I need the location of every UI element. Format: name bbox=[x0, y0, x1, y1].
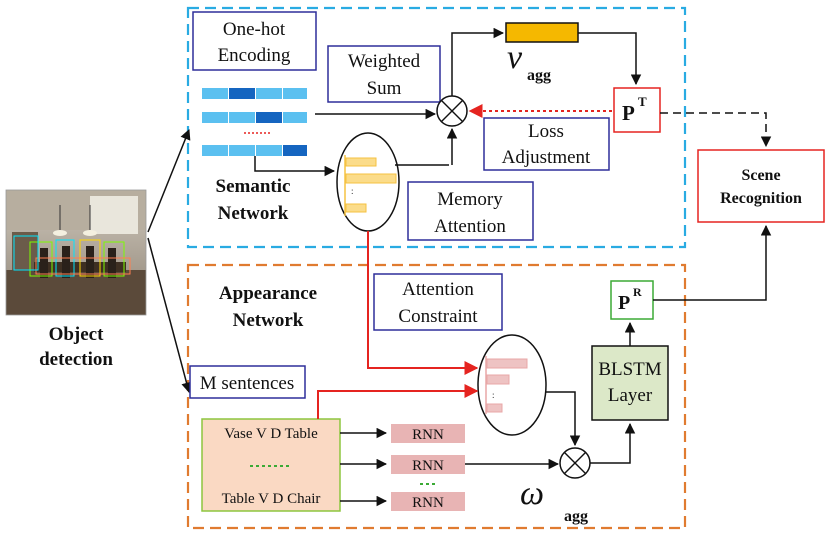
arrow-vagg-to-pt bbox=[578, 32, 642, 86]
memory-attention-label-box bbox=[407, 181, 534, 241]
arrow-multiply-to-vagg bbox=[451, 27, 505, 96]
memory-attention-label-line1: Memory bbox=[437, 189, 503, 210]
svg-text::: : bbox=[492, 390, 495, 400]
pr-box bbox=[610, 280, 654, 320]
appearance-attention-node bbox=[477, 334, 547, 436]
scene-recognition-line2: Recognition bbox=[720, 190, 802, 207]
appearance-network-title-line1: Appearance bbox=[219, 283, 317, 304]
blstm-label-line1: BLSTM bbox=[598, 359, 661, 380]
v-agg-subscript: agg bbox=[527, 67, 551, 84]
rnn-box-2 bbox=[391, 455, 465, 474]
svg-text::: : bbox=[351, 186, 354, 196]
m-sentences-label: M sentences bbox=[200, 373, 294, 394]
appearance-network-region bbox=[186, 263, 687, 530]
weighted-sum-label-box bbox=[327, 45, 441, 103]
scene-recognition-line1: Scene bbox=[741, 167, 780, 184]
semantic-multiply-node bbox=[436, 95, 468, 127]
onehot-encoding-label-line1: One-hot bbox=[223, 19, 286, 40]
onehot-encoding-label-box bbox=[192, 11, 317, 71]
attention-constraint-arrow bbox=[367, 231, 479, 375]
blstm-layer-box bbox=[591, 345, 669, 421]
pr-symbol: P bbox=[618, 292, 630, 314]
appearance-attention-bars: : bbox=[485, 356, 528, 414]
sentence-1: Vase V D Table bbox=[224, 426, 318, 442]
pt-symbol: P bbox=[622, 101, 635, 125]
semantic-network-title-line1: Semantic bbox=[216, 176, 291, 197]
blstm-label-line2: Layer bbox=[608, 385, 653, 406]
m-sentences-label-box bbox=[189, 365, 306, 399]
omega-agg-subscript: agg bbox=[564, 508, 588, 525]
attention-constraint-label-box bbox=[373, 273, 503, 331]
pr-superscript: R bbox=[633, 285, 642, 299]
onehot-vector-1 bbox=[202, 88, 307, 99]
pt-superscript: T bbox=[638, 94, 647, 109]
arrow-image-to-semantic bbox=[147, 129, 191, 233]
arrow-image-to-appearance bbox=[147, 237, 192, 394]
omega-agg-symbol: ω bbox=[520, 475, 544, 512]
appearance-network-title-line2: Network bbox=[233, 310, 304, 331]
pt-box bbox=[613, 87, 661, 133]
object-detection-label-line1: Object bbox=[49, 324, 105, 345]
arrow-pr-to-scene bbox=[653, 224, 772, 301]
weighted-sum-label-line1: Weighted bbox=[348, 51, 421, 72]
rnn-label-1: RNN bbox=[412, 427, 444, 443]
rnn-label-2: RNN bbox=[412, 458, 444, 474]
scene-recognition-box bbox=[697, 149, 825, 223]
object-detection-image bbox=[5, 189, 147, 316]
arrow-multiply-to-blstm bbox=[590, 422, 636, 464]
attention-constraint-label-line2: Constraint bbox=[398, 306, 478, 327]
rnn-box-3 bbox=[391, 492, 465, 511]
attention-constraint-label-line1: Attention bbox=[402, 279, 474, 300]
loss-adjustment-label-line2: Adjustment bbox=[502, 147, 591, 168]
object-detection-label-line2: detection bbox=[39, 349, 113, 370]
appearance-multiply-node bbox=[559, 447, 591, 479]
arrow-attention-to-multiply bbox=[546, 391, 581, 447]
loss-adjustment-label-box bbox=[483, 117, 610, 171]
onehot-encoding-label-line2: Encoding bbox=[218, 45, 291, 66]
arrow-onehot-to-memory bbox=[254, 156, 336, 177]
semantic-network-region bbox=[186, 6, 687, 249]
arrow-pt-to-scene bbox=[660, 112, 772, 148]
sentence-to-attention-arrow bbox=[317, 384, 479, 419]
memory-attention-label-line2: Attention bbox=[434, 216, 506, 237]
rnn-label-3: RNN bbox=[412, 495, 444, 511]
semantic-network-title-line2: Network bbox=[218, 203, 289, 224]
onehot-vector-2 bbox=[202, 112, 307, 123]
rnn-box-1 bbox=[391, 424, 465, 443]
memory-attention-bars: : bbox=[344, 155, 397, 216]
onehot-vector-3 bbox=[202, 145, 307, 156]
loss-adjustment-label-line1: Loss bbox=[528, 121, 564, 142]
v-agg-symbol: v bbox=[507, 39, 523, 76]
sentence-2: Table V D Chair bbox=[222, 491, 321, 507]
weighted-sum-label-line2: Sum bbox=[367, 78, 402, 99]
